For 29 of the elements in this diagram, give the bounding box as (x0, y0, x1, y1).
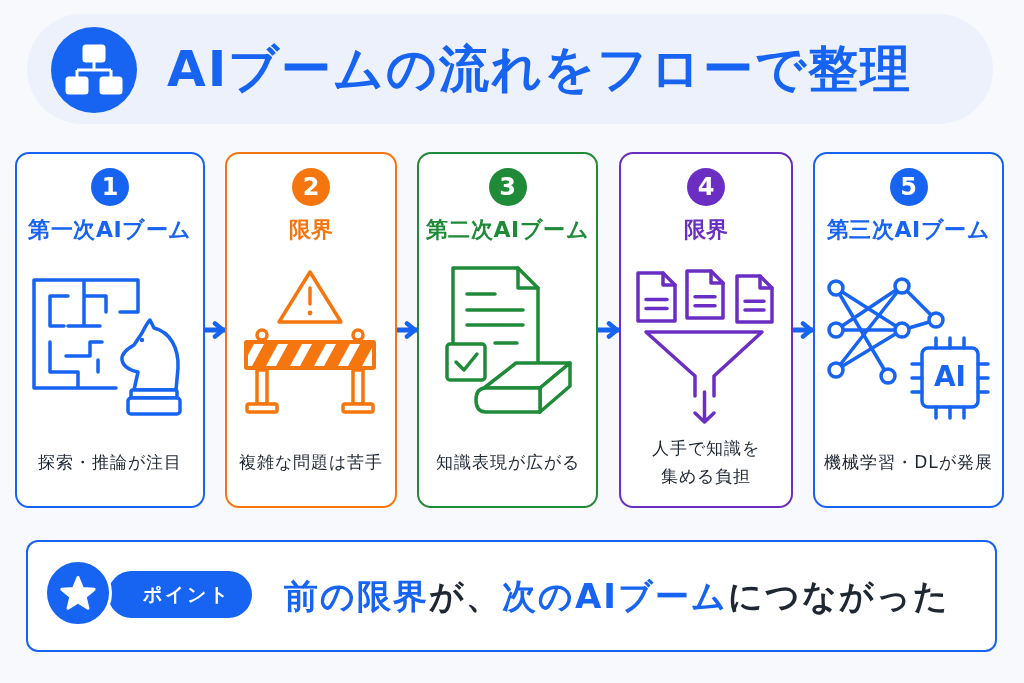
step-number: 1 (91, 168, 129, 206)
step-description: 複雑な問題は苦手 (239, 451, 383, 474)
step-card (619, 152, 793, 508)
step-heading: 限界 (288, 216, 334, 244)
step-card (15, 152, 205, 508)
arrow (598, 321, 620, 339)
step-heading: 限界 (683, 216, 729, 244)
step-number: 2 (292, 168, 330, 206)
summary-panel (26, 540, 997, 652)
arrow (205, 321, 226, 339)
step-heading: 第二次AIブーム (425, 216, 590, 244)
arrow (793, 321, 814, 339)
step-card (813, 152, 1004, 508)
chip-label: AI (933, 363, 967, 391)
step-heading: 第三次AIブーム (826, 216, 991, 244)
point-tag: ポイント (108, 571, 252, 618)
step-description: 探索・推論が注目 (38, 451, 182, 474)
step-number: 3 (488, 168, 527, 206)
arrow (397, 321, 418, 339)
step-card (417, 152, 598, 508)
step-heading: 第一次AIブーム (28, 216, 192, 244)
key-message: 前の限界が、次のAIブームにつながった (284, 574, 950, 618)
step-number: 5 (889, 168, 928, 206)
step-description: 機械学習・DLが発展 (824, 451, 993, 474)
step-description: 人手で知識を集める負担 (651, 437, 761, 488)
step-number: 4 (687, 168, 725, 206)
step-description: 知識表現が広がる (435, 451, 580, 474)
step-card (225, 152, 397, 508)
title: AIブームの流れをフローで整理 (167, 39, 913, 99)
